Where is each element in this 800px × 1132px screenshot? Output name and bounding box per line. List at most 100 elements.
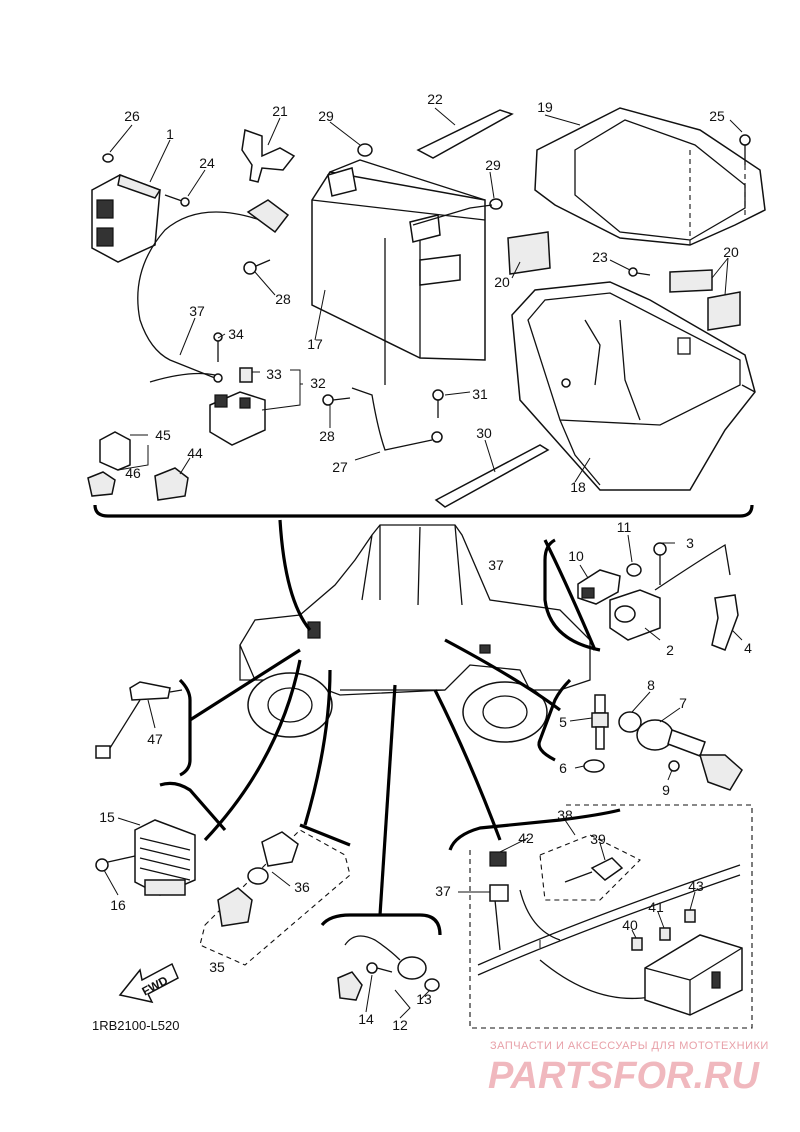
fuse-40 xyxy=(631,937,643,951)
label: 3 xyxy=(686,535,694,551)
label: 5 xyxy=(559,714,567,730)
gasket-6 xyxy=(583,759,605,773)
label: 33 xyxy=(266,366,282,382)
label: 45 xyxy=(155,427,171,443)
label: 42 xyxy=(518,830,534,846)
connector-44 xyxy=(154,467,189,501)
clamp-21 xyxy=(241,128,296,183)
label: 28 xyxy=(319,428,335,444)
label: 29 xyxy=(485,157,501,173)
label: 40 xyxy=(622,917,638,933)
ignition-coil-2 xyxy=(609,589,661,641)
switch-36 xyxy=(217,831,299,927)
label: 38 xyxy=(557,807,573,823)
label: 6 xyxy=(559,760,567,776)
bolt-14 xyxy=(366,962,393,974)
sensor-7 xyxy=(636,719,743,791)
oring-11 xyxy=(626,563,642,577)
top-section-bracket xyxy=(93,504,754,518)
label: 29 xyxy=(318,108,334,124)
label: 19 xyxy=(537,99,553,115)
terminal-cap-29b xyxy=(489,198,503,210)
bolt-28b xyxy=(322,394,351,406)
label: 32 xyxy=(310,375,326,391)
sensor-47 xyxy=(95,681,183,759)
fuse-box xyxy=(644,934,743,1016)
bolt-3 xyxy=(653,542,667,585)
battery-cable-27 xyxy=(351,387,433,451)
fuse-holder-group-38 xyxy=(539,834,641,901)
bolt-16 xyxy=(95,855,136,872)
watermark: ЗАПЧАСТИ И АКСЕССУАРЫ ДЛЯ МОТОТЕХНИКИ PA… xyxy=(488,1040,769,1097)
label: 37 xyxy=(435,883,451,899)
ecu-unit xyxy=(91,173,162,263)
label: 28 xyxy=(275,291,291,307)
sensor-10 xyxy=(577,569,621,605)
label: 44 xyxy=(187,445,203,461)
label: 25 xyxy=(709,108,725,124)
pad-20a xyxy=(507,231,551,275)
rectifier-regulator-15 xyxy=(134,819,196,896)
label: 1 xyxy=(166,126,174,142)
label: 17 xyxy=(307,336,323,352)
label: 7 xyxy=(679,695,687,711)
label: 8 xyxy=(647,677,655,693)
label: 12 xyxy=(392,1017,408,1033)
bolt-34 xyxy=(213,332,223,383)
label: 14 xyxy=(358,1011,374,1027)
pad-20b xyxy=(669,269,713,293)
speed-sensor-12 xyxy=(337,935,427,1001)
label: 11 xyxy=(617,519,632,535)
watermark-tagline: ЗАПЧАСТИ И АКСЕССУАРЫ ДЛЯ МОТОТЕХНИКИ xyxy=(490,1040,769,1052)
wire-harness-37-top xyxy=(137,211,261,379)
label: 34 xyxy=(228,326,244,342)
battery xyxy=(311,159,486,361)
label: 4 xyxy=(744,640,752,656)
label: 30 xyxy=(476,425,492,441)
label: 27 xyxy=(332,459,348,475)
connector-37-harness xyxy=(489,884,509,902)
bolt-24 xyxy=(164,194,190,207)
bolt-9 xyxy=(668,760,680,772)
cable-tie-30 xyxy=(434,444,550,508)
label: 15 xyxy=(99,809,115,825)
oring-13 xyxy=(424,978,440,992)
pad-20c xyxy=(707,291,741,331)
connector-46 xyxy=(87,471,116,497)
spark-plug-5 xyxy=(591,694,609,750)
fuse-holder-39 xyxy=(564,857,624,883)
label: 20 xyxy=(494,274,510,290)
label: 21 xyxy=(272,103,288,119)
label: 35 xyxy=(209,959,225,975)
bolt-25 xyxy=(739,134,751,165)
callout-labels: 1 2 3 4 5 6 7 8 9 10 11 12 13 14 15 16 1… xyxy=(99,91,752,1033)
battery-box xyxy=(511,281,756,491)
bracket-45 xyxy=(99,431,131,471)
screw-23 xyxy=(628,267,651,277)
fuse-43 xyxy=(684,909,696,923)
label: 10 xyxy=(568,548,584,564)
connector-37 xyxy=(246,199,290,234)
drawing-code: 1RB2100-L520 xyxy=(92,1018,179,1033)
fuse-41 xyxy=(659,927,671,941)
plug-cap-4 xyxy=(711,594,739,651)
bolt-28a xyxy=(243,259,271,275)
label: 37 xyxy=(488,557,504,573)
oring-8 xyxy=(618,711,642,733)
starter-relay-32 xyxy=(209,391,266,446)
label: 22 xyxy=(427,91,443,107)
harness-detail-box xyxy=(469,804,753,1029)
leader-lines xyxy=(103,107,743,1019)
label: 24 xyxy=(199,155,215,171)
washer-26 xyxy=(102,153,114,163)
label: 37 xyxy=(189,303,205,319)
label: 46 xyxy=(125,465,141,481)
connector-42 xyxy=(489,851,507,867)
terminal-cap-29a xyxy=(357,143,373,157)
label: 23 xyxy=(592,249,608,265)
label: 16 xyxy=(110,897,126,913)
label: 47 xyxy=(147,731,163,747)
label: 41 xyxy=(648,899,664,915)
fuse-33 xyxy=(239,367,253,383)
